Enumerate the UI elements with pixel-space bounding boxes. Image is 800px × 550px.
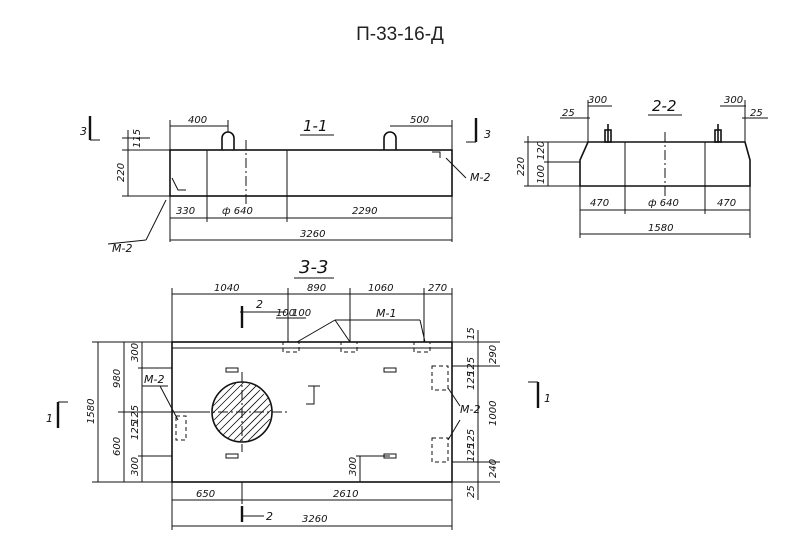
dim-115: 115: [132, 129, 143, 148]
dim-1000: 1000: [488, 401, 499, 426]
dim-400: 400: [188, 115, 207, 126]
dim-125a: 125: [466, 357, 477, 376]
dim-1060: 1060: [368, 283, 393, 294]
section-1-1-view: 1-1 3 3 400 500 115 220: [80, 115, 491, 255]
section-2-2-view: 2-2 300 300 25 25 220 120 100 470: [516, 95, 768, 238]
dim-3260: 3260: [300, 229, 325, 240]
dim-2-2-100: 100: [536, 165, 547, 184]
cut-1-left-label: 1: [46, 412, 53, 425]
cut-2-top-label: 2: [256, 298, 263, 311]
leader-m2-right: [445, 157, 467, 179]
leader-m1-b: [334, 319, 351, 343]
m1-plate-2: [340, 341, 358, 353]
dim-25b: 25: [750, 108, 763, 119]
label-m2-right: М-2: [470, 171, 490, 184]
dim-650: 650: [196, 489, 215, 500]
m2-plate-left: [175, 415, 187, 441]
cut-2-bottom-label: 2: [266, 510, 273, 523]
dim-2-2-470b: 470: [717, 198, 736, 209]
section-3-3-label: 3-3: [299, 257, 328, 278]
lifting-loop-right: [383, 131, 397, 150]
cut-3-left-label: 3: [80, 125, 87, 138]
dim-2610: 2610: [333, 489, 358, 500]
label-m1: М-1: [376, 307, 396, 320]
embedded-m2-right: [432, 151, 441, 158]
loop-2-2-right-base: [714, 129, 722, 143]
page-title: П-33-16-Д: [356, 24, 444, 45]
dim-1040: 1040: [214, 283, 239, 294]
dim-125d: 125: [466, 443, 477, 462]
leader-m1-a: [296, 319, 336, 343]
dim-2-2-1580: 1580: [648, 223, 673, 234]
label-m2-plan-right: М-2: [460, 403, 480, 416]
dim-300b: 300: [130, 457, 141, 476]
leader-m2-left-shelf: [107, 239, 147, 245]
dim-300a: 300: [588, 95, 607, 106]
m2-plate-right-bottom: [431, 437, 449, 463]
dim-125e: 125: [130, 405, 141, 424]
dim-300a: 300: [130, 343, 141, 362]
m1-plate-3: [413, 341, 431, 353]
cut-1-right-label: 1: [544, 392, 551, 405]
cut-3-right-label: 3: [484, 128, 491, 141]
insert-plate-2: [383, 367, 397, 373]
dim-15: 15: [466, 327, 477, 340]
dim-1580: 1580: [86, 399, 97, 424]
dim-980: 980: [112, 369, 123, 388]
leader-m2-left: [145, 199, 167, 241]
m1-plate-1: [282, 341, 300, 353]
leader-m2-plan-left: [159, 385, 179, 421]
dim-2-2-220: 220: [516, 157, 527, 176]
dim-500: 500: [410, 115, 429, 126]
section-1-1-label: 1-1: [303, 117, 328, 135]
insert-plate-1: [225, 367, 239, 373]
dim-125c: 125: [466, 429, 477, 448]
dim-125b: 125: [466, 371, 477, 390]
dim-25a: 25: [562, 108, 575, 119]
dim-2290: 2290: [352, 206, 377, 217]
slab-1-1-outline: [169, 149, 453, 197]
dim-d640: ф 640: [222, 206, 253, 217]
dim-300c: 300: [348, 457, 359, 476]
leader-m2-plan-right-a: [447, 387, 461, 407]
lifting-loop-left: [221, 131, 235, 150]
loop-2-2-left-base: [604, 129, 612, 143]
m2-plate-right-top: [431, 365, 449, 391]
dim-270: 270: [428, 283, 447, 294]
section-arrow-inner: [306, 385, 320, 405]
dim-125f: 125: [130, 421, 141, 440]
dim-2-2-470a: 470: [590, 198, 609, 209]
dim-2-2-d640: ф 640: [648, 198, 679, 209]
dim-100b: 100: [292, 308, 311, 319]
dim-3-3-3260: 3260: [302, 514, 327, 525]
dim-100a: 100: [276, 308, 295, 319]
dim-240: 240: [488, 459, 499, 478]
leader-m2-plan-right-b: [447, 419, 461, 441]
dim-330: 330: [176, 206, 195, 217]
section-2-2-label: 2-2: [652, 97, 677, 115]
insert-plate-3: [225, 453, 239, 459]
dim-220: 220: [116, 163, 127, 182]
label-m2-bottom-left: М-2: [112, 242, 132, 255]
opening-hatch: [211, 381, 272, 442]
dim-300b: 300: [724, 95, 743, 106]
label-m2-left: М-2: [144, 373, 164, 386]
dim-890: 890: [307, 283, 326, 294]
dim-290: 290: [488, 345, 499, 364]
section-3-3-view: 3-3 М-1: [46, 257, 551, 530]
dim-25: 25: [466, 485, 477, 498]
dim-2-2-120: 120: [536, 141, 547, 160]
embedded-m2-left: [171, 177, 186, 191]
dim-600: 600: [112, 437, 123, 456]
